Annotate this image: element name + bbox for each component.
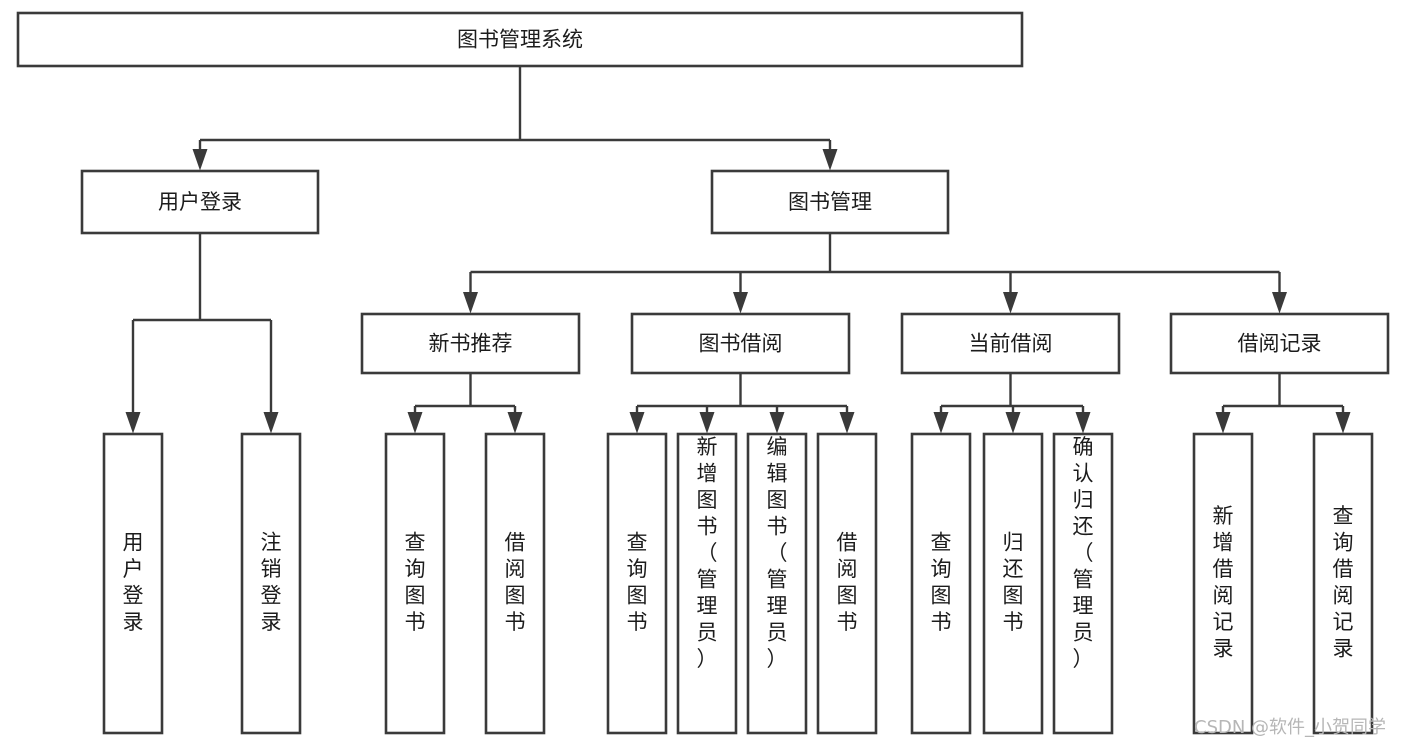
node-leaf-edit-book-admin[interactable]: 编辑图书（管理员） <box>746 432 808 735</box>
node-leaf-borrow-book[interactable]: 借阅图书 <box>816 432 878 735</box>
node-box-book-management[interactable] <box>710 169 950 235</box>
node-label-leaf-add-borrow-record: 新增借阅记录 <box>1213 504 1234 661</box>
arrow-head-icon <box>769 412 785 434</box>
arrow-head-icon <box>839 412 855 434</box>
node-label-leaf-borrow-book: 借阅图书 <box>837 531 858 635</box>
node-label-leaf-confirm-return-admin: 确认归还（管理员） <box>1073 435 1094 671</box>
node-leaf-query-borrow-record[interactable]: 查询借阅记录 <box>1312 432 1374 735</box>
node-label-leaf-return-book: 归还图书 <box>1003 531 1024 635</box>
connector-newbook-bus <box>407 373 523 434</box>
node-box-leaf-logout[interactable] <box>240 432 302 735</box>
node-box-borrow-record[interactable] <box>1169 312 1390 375</box>
connector-borrowrecord-bus <box>1215 373 1351 434</box>
node-box-leaf-query-book-new[interactable] <box>384 432 446 735</box>
arrow-head-icon <box>463 292 478 314</box>
node-leaf-query-book-new[interactable]: 查询图书 <box>384 432 446 735</box>
node-new-book-recommend[interactable]: 新书推荐 <box>360 312 581 375</box>
node-label-current-borrow: 当前借阅 <box>969 332 1053 356</box>
node-book-borrow[interactable]: 图书借阅 <box>630 312 851 375</box>
arrow-head-icon <box>263 412 279 434</box>
connector-lines-layer <box>125 66 1351 434</box>
node-leaf-borrow-book-new[interactable]: 借阅图书 <box>484 432 546 735</box>
arrow-head-icon <box>1005 412 1021 434</box>
node-box-root[interactable] <box>16 11 1024 68</box>
node-box-leaf-edit-book-admin[interactable] <box>746 432 808 735</box>
arrow-head-icon <box>125 412 141 434</box>
node-box-new-book-recommend[interactable] <box>360 312 581 375</box>
node-book-management[interactable]: 图书管理 <box>710 169 950 235</box>
node-label-leaf-add-book-admin: 新增图书（管理员） <box>697 435 718 671</box>
node-box-current-borrow[interactable] <box>900 312 1121 375</box>
node-label-leaf-edit-book-admin: 编辑图书（管理员） <box>767 435 788 671</box>
node-label-leaf-logout: 注销登录 <box>261 531 282 635</box>
node-box-leaf-user-login[interactable] <box>102 432 164 735</box>
node-box-user-login[interactable] <box>80 169 320 235</box>
node-box-leaf-add-borrow-record[interactable] <box>1192 432 1254 735</box>
connector-currentborrow-bus <box>933 373 1091 434</box>
node-label-leaf-query-book-new: 查询图书 <box>405 531 426 635</box>
node-leaf-query-book-borrow[interactable]: 查询图书 <box>606 432 668 735</box>
node-box-book-borrow[interactable] <box>630 312 851 375</box>
node-label-borrow-record: 借阅记录 <box>1238 332 1322 356</box>
connector-userlogin-bus <box>125 233 279 434</box>
node-root[interactable]: 图书管理系统 <box>16 11 1024 68</box>
node-leaf-user-login[interactable]: 用户登录 <box>102 432 164 735</box>
node-label-new-book-recommend: 新书推荐 <box>429 332 513 356</box>
watermark-layer: CSDN @软件_小贺同学 <box>1194 717 1386 738</box>
node-leaf-query-book-current[interactable]: 查询图书 <box>910 432 972 735</box>
node-label-leaf-query-book-current: 查询图书 <box>931 531 952 635</box>
connector-bookmgmt-bus <box>463 233 1287 314</box>
arrow-head-icon <box>629 412 645 434</box>
node-box-leaf-confirm-return-admin[interactable] <box>1052 432 1114 735</box>
connector-bookborrow-bus <box>629 373 855 434</box>
arrow-head-icon <box>407 412 423 434</box>
node-leaf-return-book[interactable]: 归还图书 <box>982 432 1044 735</box>
node-leaf-add-book-admin[interactable]: 新增图书（管理员） <box>676 432 738 735</box>
node-current-borrow[interactable]: 当前借阅 <box>900 312 1121 375</box>
node-borrow-record[interactable]: 借阅记录 <box>1169 312 1390 375</box>
node-label-leaf-borrow-book-new: 借阅图书 <box>505 531 526 635</box>
arrow-head-icon <box>933 412 949 434</box>
arrow-head-icon <box>1075 412 1091 434</box>
arrow-head-icon <box>1215 412 1231 434</box>
node-user-login[interactable]: 用户登录 <box>80 169 320 235</box>
node-label-leaf-query-book-borrow: 查询图书 <box>627 531 648 635</box>
arrow-head-icon <box>1335 412 1351 434</box>
node-boxes-layer: 图书管理系统用户登录图书管理新书推荐图书借阅当前借阅借阅记录用户登录注销登录查询… <box>16 11 1390 735</box>
node-box-leaf-borrow-book-new[interactable] <box>484 432 546 735</box>
arrow-head-icon <box>1272 292 1287 314</box>
node-box-leaf-add-book-admin[interactable] <box>676 432 738 735</box>
node-label-book-borrow: 图书借阅 <box>699 332 783 356</box>
node-label-root: 图书管理系统 <box>457 28 583 52</box>
node-label-leaf-user-login: 用户登录 <box>123 531 144 635</box>
node-leaf-logout[interactable]: 注销登录 <box>240 432 302 735</box>
node-leaf-add-borrow-record[interactable]: 新增借阅记录 <box>1192 432 1254 735</box>
connector-root-bus <box>192 66 838 171</box>
node-box-leaf-query-book-borrow[interactable] <box>606 432 668 735</box>
node-box-leaf-return-book[interactable] <box>982 432 1044 735</box>
arrow-head-icon <box>699 412 715 434</box>
arrow-head-icon <box>822 149 838 171</box>
node-box-leaf-query-borrow-record[interactable] <box>1312 432 1374 735</box>
arrow-head-icon <box>192 149 208 171</box>
node-box-leaf-query-book-current[interactable] <box>910 432 972 735</box>
node-label-leaf-query-borrow-record: 查询借阅记录 <box>1333 504 1354 661</box>
csdn-watermark: CSDN @软件_小贺同学 <box>1194 717 1386 738</box>
node-label-user-login: 用户登录 <box>158 190 242 214</box>
arrow-head-icon <box>1003 292 1018 314</box>
arrow-head-icon <box>733 292 748 314</box>
node-box-leaf-borrow-book[interactable] <box>816 432 878 735</box>
arrow-head-icon <box>507 412 523 434</box>
node-leaf-confirm-return-admin[interactable]: 确认归还（管理员） <box>1052 432 1114 735</box>
node-label-book-management: 图书管理 <box>788 190 872 214</box>
